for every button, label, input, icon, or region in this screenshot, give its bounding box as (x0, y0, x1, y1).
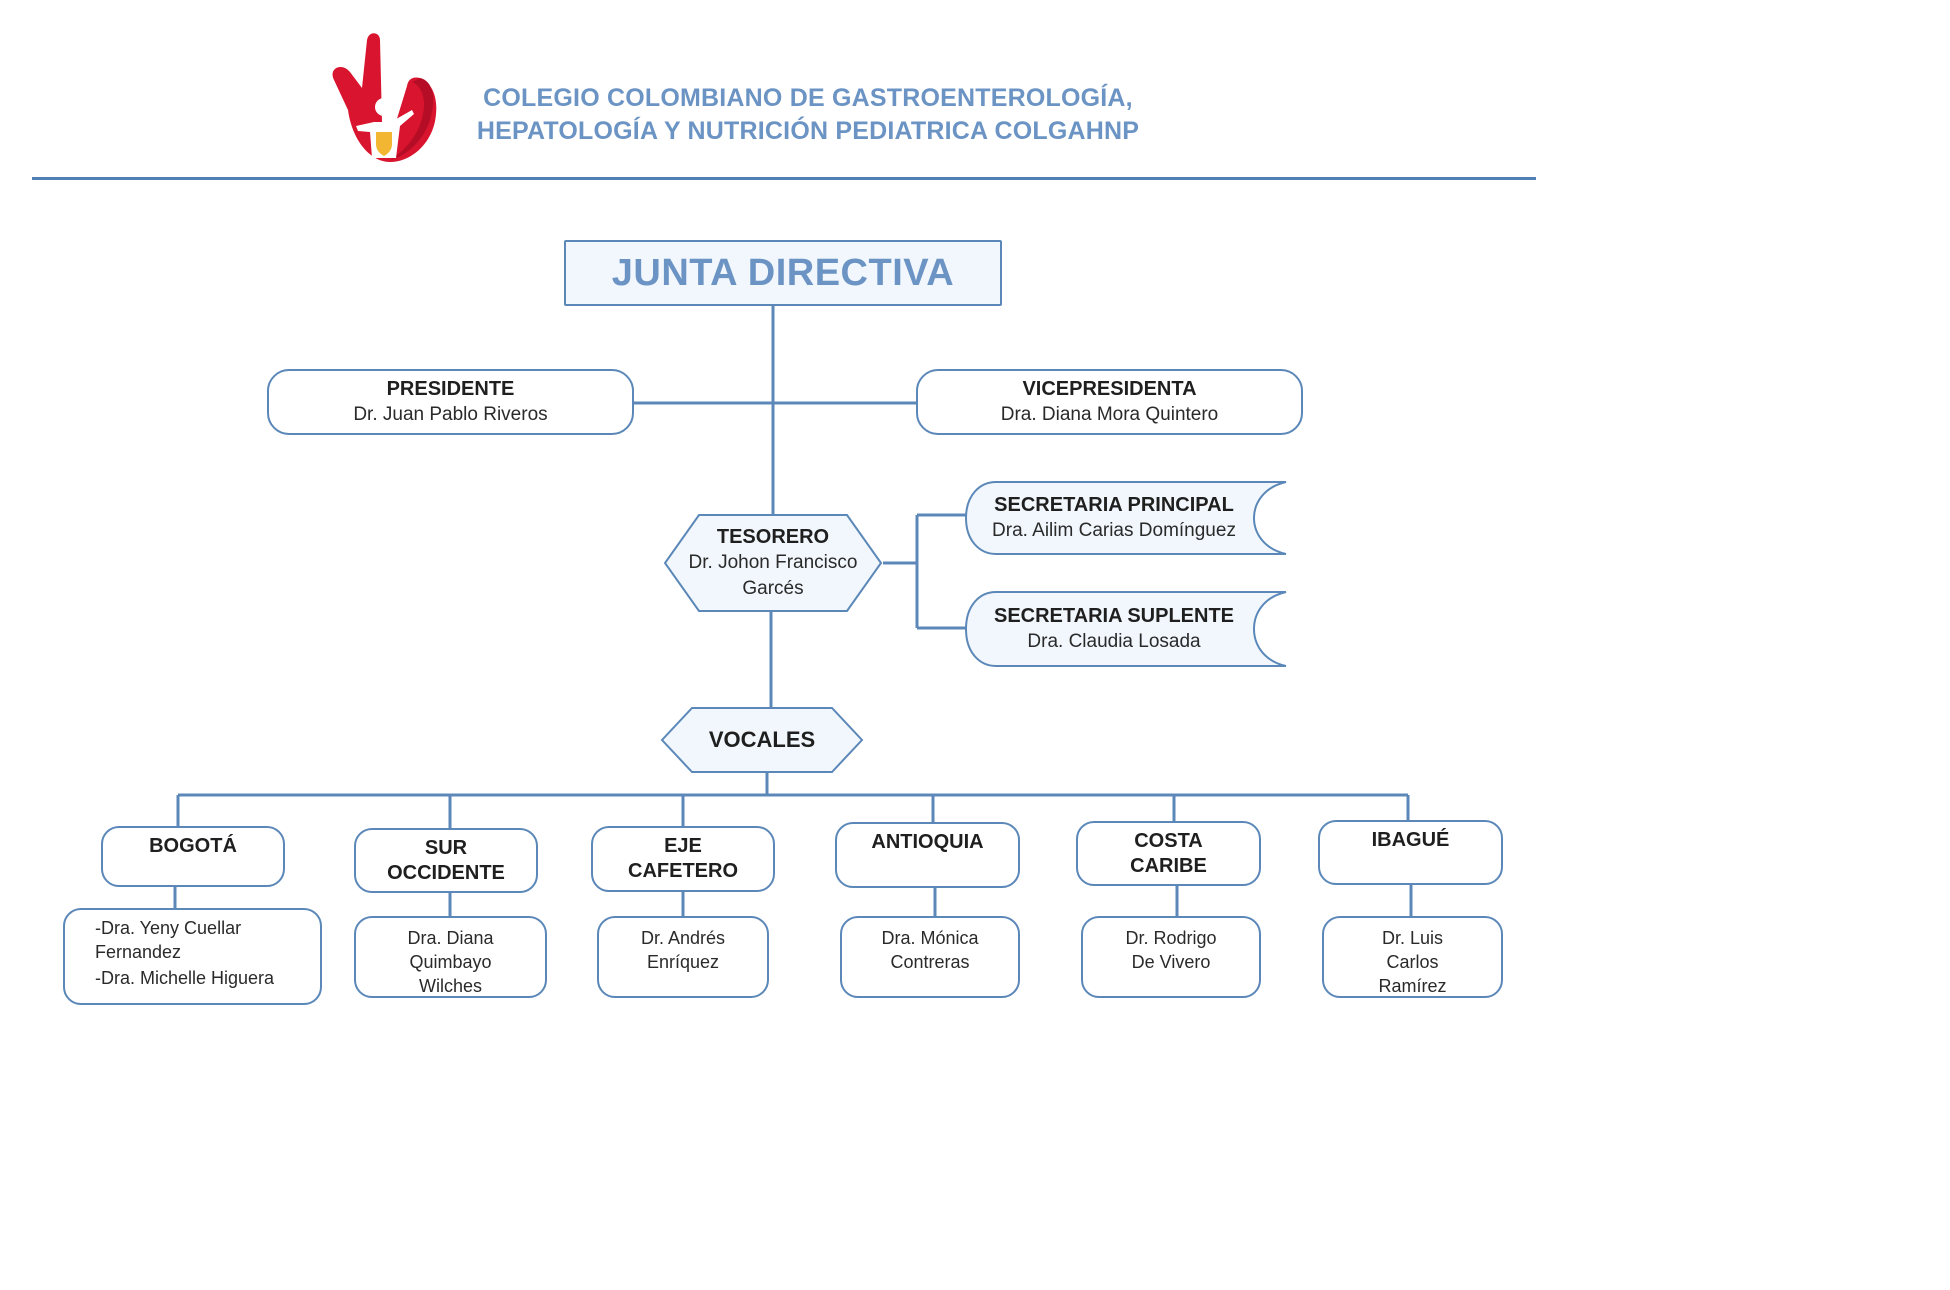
red-hand-child-logo-icon (312, 30, 442, 170)
member-sur-occidente-line1: Dra. Diana (407, 928, 494, 948)
secretaria-principal-name: Dra. Ailim Carias Domínguez (992, 520, 1236, 541)
secretaria-suplente-name: Dra. Claudia Losada (1027, 631, 1201, 652)
member-ibague-line3: Ramírez (1378, 976, 1447, 996)
region-ibague: IBAGUÉ (1318, 820, 1503, 885)
region-ibague-name: IBAGUÉ (1371, 829, 1450, 851)
tesorero-role: TESORERO (716, 526, 830, 548)
region-costa-caribe: COSTA CARIBE (1076, 821, 1261, 886)
region-eje-cafetero-name-line1: EJE (664, 835, 702, 857)
tesorero-hexagon (663, 514, 883, 612)
region-costa-caribe-name-line1: COSTA (1134, 829, 1203, 852)
region-eje-cafetero-name-line2: CAFETERO (628, 860, 738, 882)
secretaria-suplente-role: SECRETARIA SUPLENTE (993, 605, 1235, 627)
tesorero-name-line1: Dr. Johon Francisco (688, 552, 858, 573)
member-antioquia-line2: Contreras (890, 952, 970, 972)
header-divider (32, 177, 1536, 180)
connector-lines (173, 306, 1413, 916)
vocales-label: VOCALES (708, 727, 816, 752)
region-antioquia: ANTIOQUIA (835, 822, 1020, 888)
vicepresidenta-box: VICEPRESIDENTA Dra. Diana Mora Quintero (916, 369, 1303, 435)
secretaria-suplente-box: SECRETARIA SUPLENTE Dra. Claudia Losada (964, 591, 1288, 667)
member-eje-cafetero-line2: Enríquez (646, 952, 720, 972)
member-costa-caribe-line2: De Vivero (1131, 952, 1211, 972)
members-antioquia: Dra. Mónica Contreras (840, 916, 1020, 998)
presidente-name: Dr. Juan Pablo Riveros (353, 404, 548, 425)
member-sur-occidente-line3: Wilches (418, 976, 482, 996)
org-name-line1: COLEGIO COLOMBIANO DE GASTROENTEROLOGÍA, (483, 84, 1133, 112)
junta-directiva-title: JUNTA DIRECTIVA (611, 251, 955, 294)
presidente-role: PRESIDENTE (386, 378, 515, 400)
member-antioquia-line1: Dra. Mónica (881, 928, 979, 948)
member-ibague-line1: Dr. Luis (1381, 928, 1444, 948)
secretaria-principal-box: SECRETARIA PRINCIPAL Dra. Ailim Carias D… (964, 481, 1288, 555)
member-costa-caribe-line1: Dr. Rodrigo (1125, 928, 1217, 948)
member-sur-occidente-line2: Quimbayo (409, 952, 492, 972)
member-ibague-line2: Carlos (1386, 952, 1439, 972)
member-eje-cafetero-line1: Dr. Andrés (640, 928, 726, 948)
region-antioquia-name: ANTIOQUIA (871, 831, 984, 853)
members-eje-cafetero: Dr. Andrés Enríquez (597, 916, 769, 998)
region-sur-occidente-name-line1: SUR (424, 836, 468, 859)
vocales-hexagon (660, 707, 864, 773)
secretaria-principal-shape (964, 481, 1287, 555)
vicepresidenta-name: Dra. Diana Mora Quintero (1000, 404, 1219, 425)
tesorero-box: TESORERO Dr. Johon Francisco Garcés (663, 514, 883, 612)
org-name-line2: HEPATOLOGÍA Y NUTRICIÓN PEDIATRICA COLGA… (476, 117, 1140, 145)
region-bogota-name: BOGOTÁ (149, 835, 237, 857)
tesorero-name-line2: Garcés (742, 578, 804, 599)
member-bogota-line2: Fernandez (95, 942, 182, 962)
junta-directiva-title-box: JUNTA DIRECTIVA (564, 240, 1002, 306)
vocales-box: VOCALES (660, 707, 864, 773)
presidente-box: PRESIDENTE Dr. Juan Pablo Riveros (267, 369, 634, 435)
secretaria-principal-role: SECRETARIA PRINCIPAL (994, 494, 1234, 516)
member-bogota-line1: -Dra. Yeny Cuellar (95, 918, 242, 938)
region-eje-cafetero: EJE CAFETERO (591, 826, 775, 892)
region-bogota: BOGOTÁ (101, 826, 285, 887)
member-bogota-line3: -Dra. Michelle Higuera (95, 968, 275, 988)
region-sur-occidente: SUR OCCIDENTE (354, 828, 538, 893)
region-costa-caribe-name-line2: CARIBE (1130, 854, 1207, 877)
vicepresidenta-role: VICEPRESIDENTA (1022, 378, 1197, 400)
secretaria-suplente-shape (964, 591, 1287, 667)
members-sur-occidente: Dra. Diana Quimbayo Wilches (354, 916, 547, 998)
members-bogota: -Dra. Yeny Cuellar Fernandez -Dra. Miche… (63, 908, 322, 1005)
region-sur-occidente-name-line2: OCCIDENTE (387, 861, 505, 884)
members-ibague: Dr. Luis Carlos Ramírez (1322, 916, 1503, 998)
members-costa-caribe: Dr. Rodrigo De Vivero (1081, 916, 1261, 998)
